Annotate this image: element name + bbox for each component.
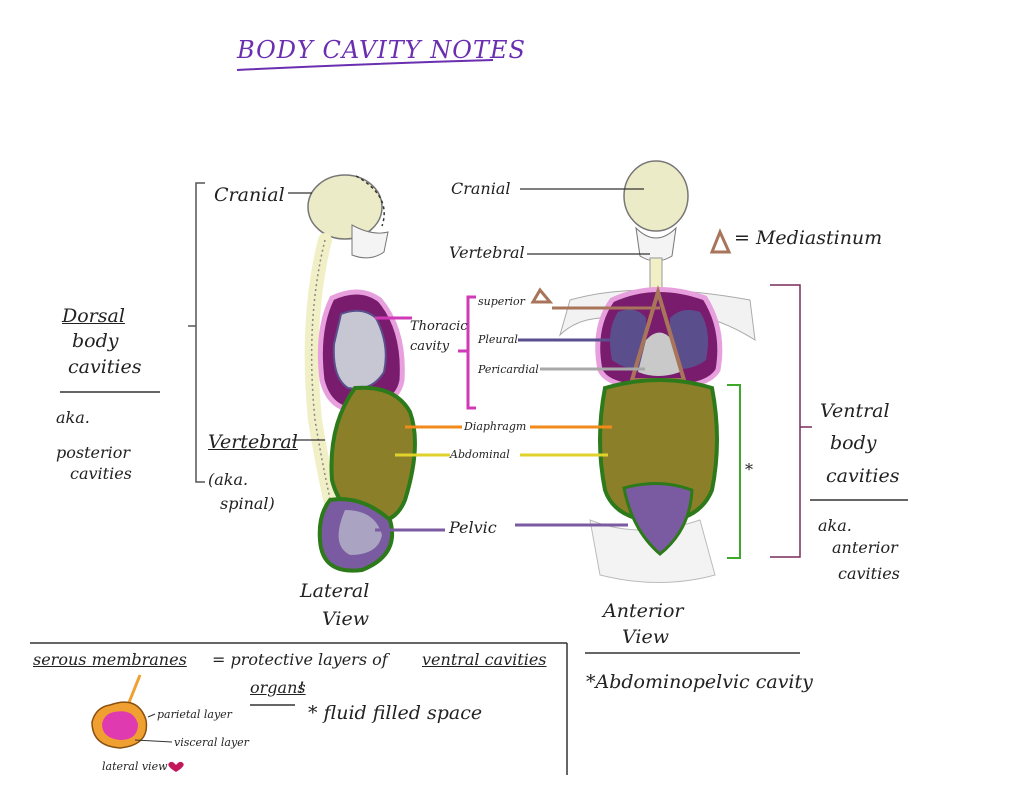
label-serous-membranes: serous membranes <box>33 650 187 669</box>
label-posterior: posterior <box>56 443 131 462</box>
label-superior: superior <box>478 295 525 308</box>
anterior-jaw <box>635 226 677 262</box>
anterior-figure <box>558 160 756 583</box>
anterior-pleural-left <box>610 309 646 369</box>
label-visceral: visceral layer <box>174 736 249 749</box>
anterior-skull <box>623 160 689 232</box>
label-dorsal-cavities: cavities <box>68 356 142 378</box>
label-ventral-body: body <box>830 432 877 454</box>
label-cranial-lateral: Cranial <box>214 184 285 206</box>
label-vertebral-anterior: Vertebral <box>449 243 525 262</box>
label-organs: organs <box>250 678 306 697</box>
anterior-pelvis-bones <box>589 519 716 583</box>
visceral-layer-shape <box>102 711 138 740</box>
label-anterior-view: View <box>622 626 669 648</box>
lateral-spine-outline <box>310 239 336 521</box>
label-dorsal: Dorsal <box>62 305 125 327</box>
label-anterior-title: Anterior <box>603 600 684 622</box>
label-cranial-anterior: Cranial <box>451 179 511 198</box>
thoracic-bracket <box>466 295 476 410</box>
label-parietal: parietal layer <box>157 708 232 721</box>
label-vertebral-lateral: Vertebral <box>208 431 298 453</box>
label-abdominopelvic-star: * <box>745 460 753 479</box>
lateral-pelvic-inner <box>338 510 382 555</box>
mediastinum-legend-triangle <box>709 228 732 254</box>
label-ventral-cavities: cavities <box>826 465 900 487</box>
label-thoracic-cavity: cavity <box>410 339 450 354</box>
anterior-pericardial <box>638 332 680 376</box>
lateral-abdominal <box>329 385 417 525</box>
label-pleural: Pleural <box>478 333 518 346</box>
dorsal-bracket <box>195 182 205 483</box>
label-abdominopelvic: *Abdominopelvic cavity <box>586 671 813 693</box>
label-anterior-cavities: cavities <box>838 564 900 583</box>
label-ventral-aka: aka. <box>818 516 852 535</box>
label-spinal: spinal) <box>220 494 275 513</box>
label-ventral: Ventral <box>820 400 890 422</box>
heart-icon <box>168 761 184 772</box>
ventral-bracket <box>770 284 801 558</box>
label-mediastinum: = Mediastinum <box>734 227 883 249</box>
lateral-skull-dash <box>355 175 385 227</box>
lateral-pleural <box>332 309 387 390</box>
lateral-jaw <box>351 224 389 259</box>
label-lateral-view-small: lateral view <box>102 760 168 773</box>
label-thoracic: Thoracic <box>410 319 468 334</box>
title-underline <box>236 59 494 71</box>
leader-visceral <box>134 739 173 743</box>
label-pericardial: Pericardial <box>478 363 539 376</box>
label-pelvic: Pelvic <box>449 518 497 537</box>
label-fluid-filled: * fluid filled space <box>308 702 483 724</box>
label-anterior: anterior <box>832 538 898 557</box>
label-lateral: Lateral <box>300 580 370 602</box>
label-posterior-cavities: cavities <box>70 464 132 483</box>
label-ventral-cavities-def: ventral cavities <box>422 650 547 669</box>
label-dorsal-aka: aka. <box>56 408 90 427</box>
label-serous-definition: = protective layers of <box>212 650 388 669</box>
serous-arrow <box>126 674 142 706</box>
anterior-pleural-right <box>670 310 708 369</box>
label-organs-exclaim: ! <box>298 678 305 697</box>
label-vertebral-aka: (aka. <box>208 470 249 489</box>
lateral-figure <box>304 174 417 573</box>
label-diaphragm: Diaphragm <box>464 420 527 433</box>
superior-triangle <box>530 287 554 304</box>
lateral-skull <box>307 174 383 240</box>
abdominopelvic-bracket <box>727 384 741 559</box>
page-title: BODY CAVITY NOTES <box>237 36 526 64</box>
anterior-pelvic <box>622 481 694 556</box>
label-abdominal: Abdominal <box>450 448 510 461</box>
label-lateral-view: View <box>322 608 369 630</box>
leader-parietal <box>147 713 156 718</box>
label-dorsal-body: body <box>72 330 119 352</box>
